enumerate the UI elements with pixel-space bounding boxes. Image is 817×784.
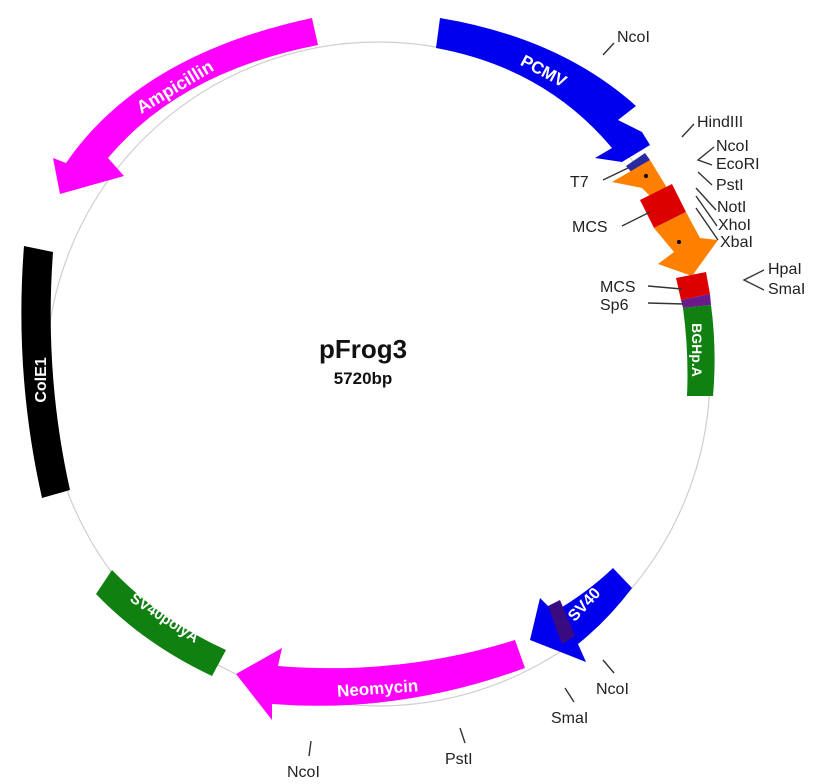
feature-sp6 (681, 294, 711, 308)
site-psti-mcs: PstI (716, 177, 744, 194)
feature-pcmv (436, 18, 650, 162)
site-ncoi-sv40: NcoI (596, 681, 629, 698)
feature-sv40 (530, 568, 632, 662)
tick-sp6 (647, 302, 685, 305)
orange-arrow-1-dot (644, 174, 648, 178)
feature-mcs-2-label: MCS (600, 279, 636, 296)
feature-cole1 (21, 246, 70, 498)
feature-t7-label: T7 (570, 174, 589, 191)
tick-t7 (602, 167, 629, 181)
tick-noti (695, 187, 717, 211)
site-ticks (308, 42, 765, 757)
feature-mcs-1 (640, 184, 686, 228)
site-xhoi: XhoI (718, 217, 751, 234)
tick-psti-neo (459, 727, 466, 744)
site-smai-mcs: SmaI (768, 281, 805, 298)
tick-smai-sv40 (564, 687, 575, 703)
site-smai-sv40: SmaI (551, 710, 588, 727)
tick-mcs-1 (621, 211, 651, 227)
site-hindiii: HindIII (697, 114, 743, 131)
feature-bgh (683, 305, 715, 396)
site-xbai: XbaI (720, 234, 753, 251)
plasmid-size: 5720bp (334, 369, 393, 388)
tick-xbai (695, 207, 719, 241)
feature-cole1-label: ColE1 (33, 357, 50, 402)
tick-ncoi-top (602, 42, 615, 56)
feature-mcs-2 (676, 272, 710, 300)
tick-psti (697, 171, 713, 186)
feature-t7 (626, 153, 650, 173)
tick-hpai-smai (742, 269, 765, 291)
feature-mcs-1-label: MCS (572, 219, 608, 236)
tick-ncoi-bottom (308, 740, 312, 757)
tick-mcs-2 (647, 285, 683, 290)
site-ncoi-mcs: NcoI (716, 138, 749, 155)
site-psti-neo: PstI (445, 751, 473, 768)
feature-bgh-label: BGHp.A (689, 323, 705, 377)
orange-arrow-2-dot (677, 240, 681, 244)
feature-orange-arrow-2 (654, 212, 718, 276)
feature-sv40-origin (548, 600, 575, 644)
site-hpai: HpaI (768, 261, 802, 278)
tick-hindiii (681, 123, 695, 138)
feature-neomycin (236, 640, 525, 720)
site-ncoi-bottom: NcoI (287, 764, 320, 781)
feature-sp6-label: Sp6 (600, 297, 629, 314)
tick-ncoi-ecori (696, 146, 715, 166)
plasmid-name: pFrog3 (319, 334, 407, 364)
feature-ampicillin (53, 18, 318, 194)
tick-ncoi-sv40 (602, 659, 615, 674)
site-noti: NotI (717, 199, 746, 216)
tick-xhoi (695, 195, 718, 227)
site-ncoi-top: NcoI (617, 29, 650, 46)
feature-sv40polya (96, 570, 226, 676)
site-ecori: EcoRI (716, 156, 760, 173)
